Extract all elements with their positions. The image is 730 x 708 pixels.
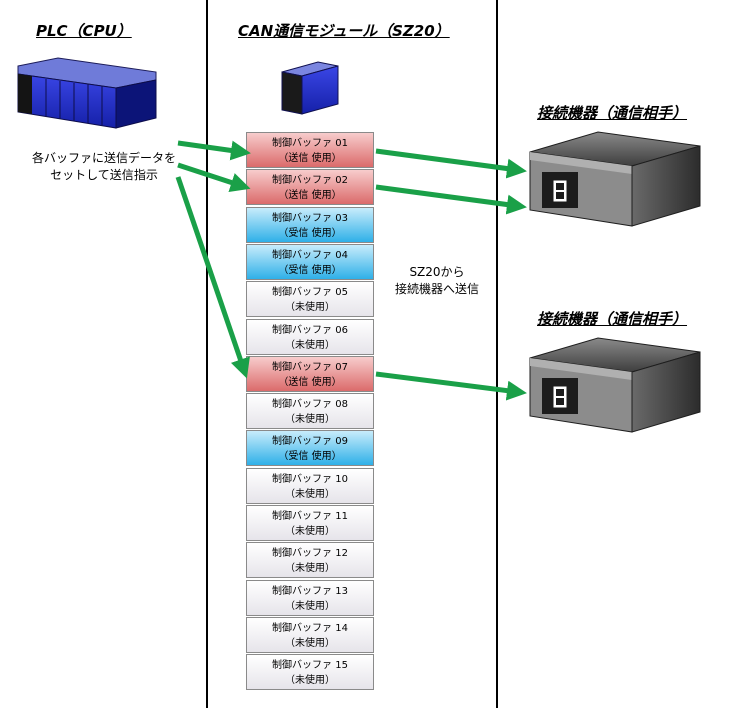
control-buffer-09: 制御バッファ 09 （受信 使用）	[246, 430, 374, 466]
buffer-status: （送信 使用）	[278, 377, 342, 388]
sz20-note-line1: SZ20から	[409, 265, 465, 279]
control-buffer-12: 制御バッファ 12 （未使用）	[246, 542, 374, 578]
buffer-name: 制御バッファ 04	[272, 250, 348, 261]
control-buffer-03: 制御バッファ 03 （受信 使用）	[246, 207, 374, 243]
buffer-name: 制御バッファ 02	[272, 175, 348, 186]
buffer-status: （未使用）	[285, 489, 335, 500]
buffer-status: （未使用）	[285, 675, 335, 686]
buffer-name: 制御バッファ 06	[272, 325, 348, 336]
control-buffer-01: 制御バッファ 01 （送信 使用）	[246, 132, 374, 168]
control-buffer-10: 制御バッファ 10 （未使用）	[246, 468, 374, 504]
control-buffer-15: 制御バッファ 15 （未使用）	[246, 654, 374, 690]
buffer-status: （未使用）	[285, 414, 335, 425]
buffer-status: （受信 使用）	[278, 265, 342, 276]
column-divider-right	[496, 0, 498, 708]
control-buffer-13: 制御バッファ 13 （未使用）	[246, 580, 374, 616]
control-buffer-02: 制御バッファ 02 （送信 使用）	[246, 169, 374, 205]
buffer-name: 制御バッファ 03	[272, 213, 348, 224]
control-buffer-04: 制御バッファ 04 （受信 使用）	[246, 244, 374, 280]
buffer-status: （受信 使用）	[278, 228, 342, 239]
plc-heading: PLC（CPU）	[36, 22, 132, 40]
buffer-name: 制御バッファ 15	[272, 660, 348, 671]
buffer-name: 制御バッファ 14	[272, 623, 348, 634]
buffer-status: （未使用）	[285, 638, 335, 649]
buffer-status: （送信 使用）	[278, 190, 342, 201]
buffer-status: （未使用）	[285, 563, 335, 574]
sz20-note-line2: 接続機器へ送信	[394, 282, 479, 296]
control-buffer-08: 制御バッファ 08 （未使用）	[246, 393, 374, 429]
control-buffer-07: 制御バッファ 07 （送信 使用）	[246, 356, 374, 392]
device-heading-bottom: 接続機器（通信相手）	[537, 310, 688, 328]
control-buffer-14: 制御バッファ 14 （未使用）	[246, 617, 374, 653]
control-buffer-06: 制御バッファ 06 （未使用）	[246, 319, 374, 355]
buffer-status: （未使用）	[285, 340, 335, 351]
can-module-icon	[281, 61, 339, 115]
buffer-name: 制御バッファ 09	[272, 436, 348, 447]
buffer-name: 制御バッファ 08	[272, 399, 348, 410]
plc-note-line1: 各バッファに送信データを	[31, 151, 176, 165]
buffer-name: 制御バッファ 11	[272, 511, 348, 522]
buffer-name: 制御バッファ 01	[272, 138, 348, 149]
sz20-send-note: SZ20から 接続機器へ送信	[380, 264, 494, 298]
buffer-status: （受信 使用）	[278, 451, 342, 462]
buffer-status: （未使用）	[285, 601, 335, 612]
buffer-status: （未使用）	[285, 302, 335, 313]
plc-note-line2: セットして送信指示	[50, 168, 158, 182]
plc-instruction-note: 各バッファに送信データを セットして送信指示	[14, 150, 194, 184]
plc-rack-icon	[17, 57, 157, 129]
buffer-name: 制御バッファ 13	[272, 586, 348, 597]
control-buffer-05: 制御バッファ 05 （未使用）	[246, 281, 374, 317]
can-module-heading: CAN通信モジュール（SZ20）	[238, 22, 450, 40]
buffer-name: 制御バッファ 07	[272, 362, 348, 373]
buffer-status: （未使用）	[285, 526, 335, 537]
buffer-name: 制御バッファ 05	[272, 287, 348, 298]
control-buffer-11: 制御バッファ 11 （未使用）	[246, 505, 374, 541]
buffer-name: 制御バッファ 10	[272, 474, 348, 485]
device-box-icon-top	[529, 131, 701, 227]
device-heading-top: 接続機器（通信相手）	[537, 104, 688, 122]
buffer-name: 制御バッファ 12	[272, 548, 348, 559]
device-box-icon-bottom	[529, 337, 701, 433]
buffer-status: （送信 使用）	[278, 153, 342, 164]
